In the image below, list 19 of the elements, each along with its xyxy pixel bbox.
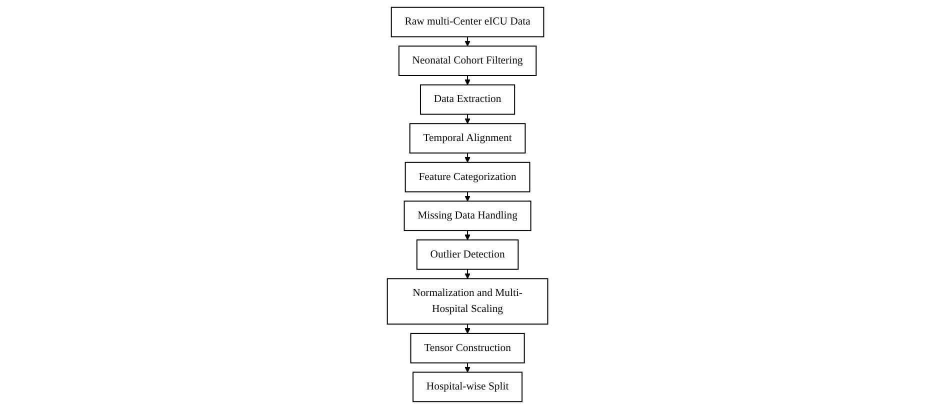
- arrow: [465, 324, 471, 334]
- arrow: [465, 268, 471, 279]
- arrow: [465, 36, 471, 46]
- node-box: Raw multi-Center eICU Data: [391, 6, 545, 38]
- arrow: [465, 230, 471, 240]
- node-box: Hospital-wise Split: [413, 372, 523, 402]
- arrow: [465, 75, 471, 86]
- node-box: Data Extraction: [420, 84, 516, 115]
- node-box: Feature Categorization: [405, 162, 531, 192]
- node-box: Normalization and Multi-Hospital Scaling: [387, 278, 549, 325]
- node-box: Temporal Alignment: [410, 123, 526, 154]
- arrow: [465, 362, 471, 372]
- node-box: Outlier Detection: [416, 239, 520, 270]
- arrow: [465, 191, 471, 202]
- arrow: [465, 114, 471, 124]
- node-box: Tensor Construction: [410, 332, 526, 364]
- arrow: [465, 152, 471, 163]
- node-box: Neonatal Cohort Filtering: [398, 46, 538, 76]
- node-box: Missing Data Handling: [404, 200, 532, 232]
